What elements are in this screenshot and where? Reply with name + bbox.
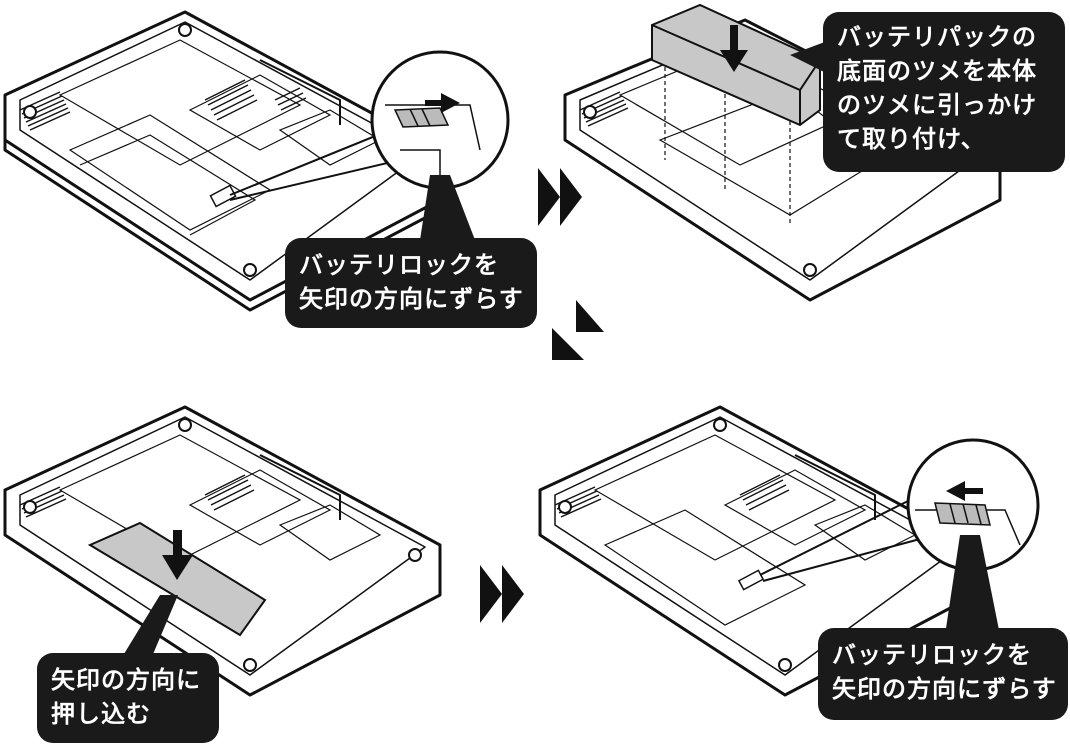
callout-line: バッテリロックを	[832, 641, 1032, 669]
step-1-callout: バッテリロックを 矢印の方向にずらす	[285, 238, 537, 328]
double-chevron-right-icon	[538, 168, 584, 226]
laptop-bottom-view	[538, 405, 1040, 697]
step-2-callout: バッテリパックの 底面のツメを本体 のツメに引っかけ て取り付け、	[823, 12, 1065, 172]
callout-line: 矢印の方向にずらす	[832, 675, 1057, 703]
step-3-callout: 矢印の方向に 押し込む	[37, 653, 219, 743]
callout-line: 底面のツメを本体	[837, 57, 1037, 85]
step-1-illustration: バッテリロックを 矢印の方向にずらす	[0, 0, 540, 370]
double-chevron-right-icon	[480, 565, 526, 623]
double-chevron-down-left-icon	[548, 300, 608, 360]
step-2-illustration: バッテリパックの 底面のツメを本体 のツメに引っかけ て取り付け、	[560, 0, 1070, 302]
step-3-illustration: 矢印の方向に 押し込む	[0, 395, 470, 751]
arrow-left-icon	[946, 481, 983, 501]
arrow-right-icon	[425, 93, 460, 113]
callout-line: て取り付け、	[837, 125, 986, 153]
laptop-bottom-view	[3, 10, 510, 312]
step-4-illustration: バッテリロックを 矢印の方向にずらす	[535, 395, 1070, 751]
callout-line: のツメに引っかけ	[837, 91, 1037, 119]
laptop-bottom-view	[3, 405, 442, 697]
battery-lock-slider	[393, 107, 450, 128]
callout-line: バッテリロックを	[299, 251, 499, 279]
arrow-down-icon	[720, 25, 748, 72]
callout-line: バッテリパックの	[837, 23, 1037, 51]
callout-line: 矢印の方向に	[51, 666, 201, 694]
arrow-down-icon	[162, 530, 193, 580]
callout-line: 矢印の方向にずらす	[299, 285, 524, 313]
battery-lock-slider	[934, 502, 991, 526]
step-4-callout: バッテリロックを 矢印の方向にずらす	[818, 628, 1068, 720]
callout-line: 押し込む	[51, 700, 151, 728]
